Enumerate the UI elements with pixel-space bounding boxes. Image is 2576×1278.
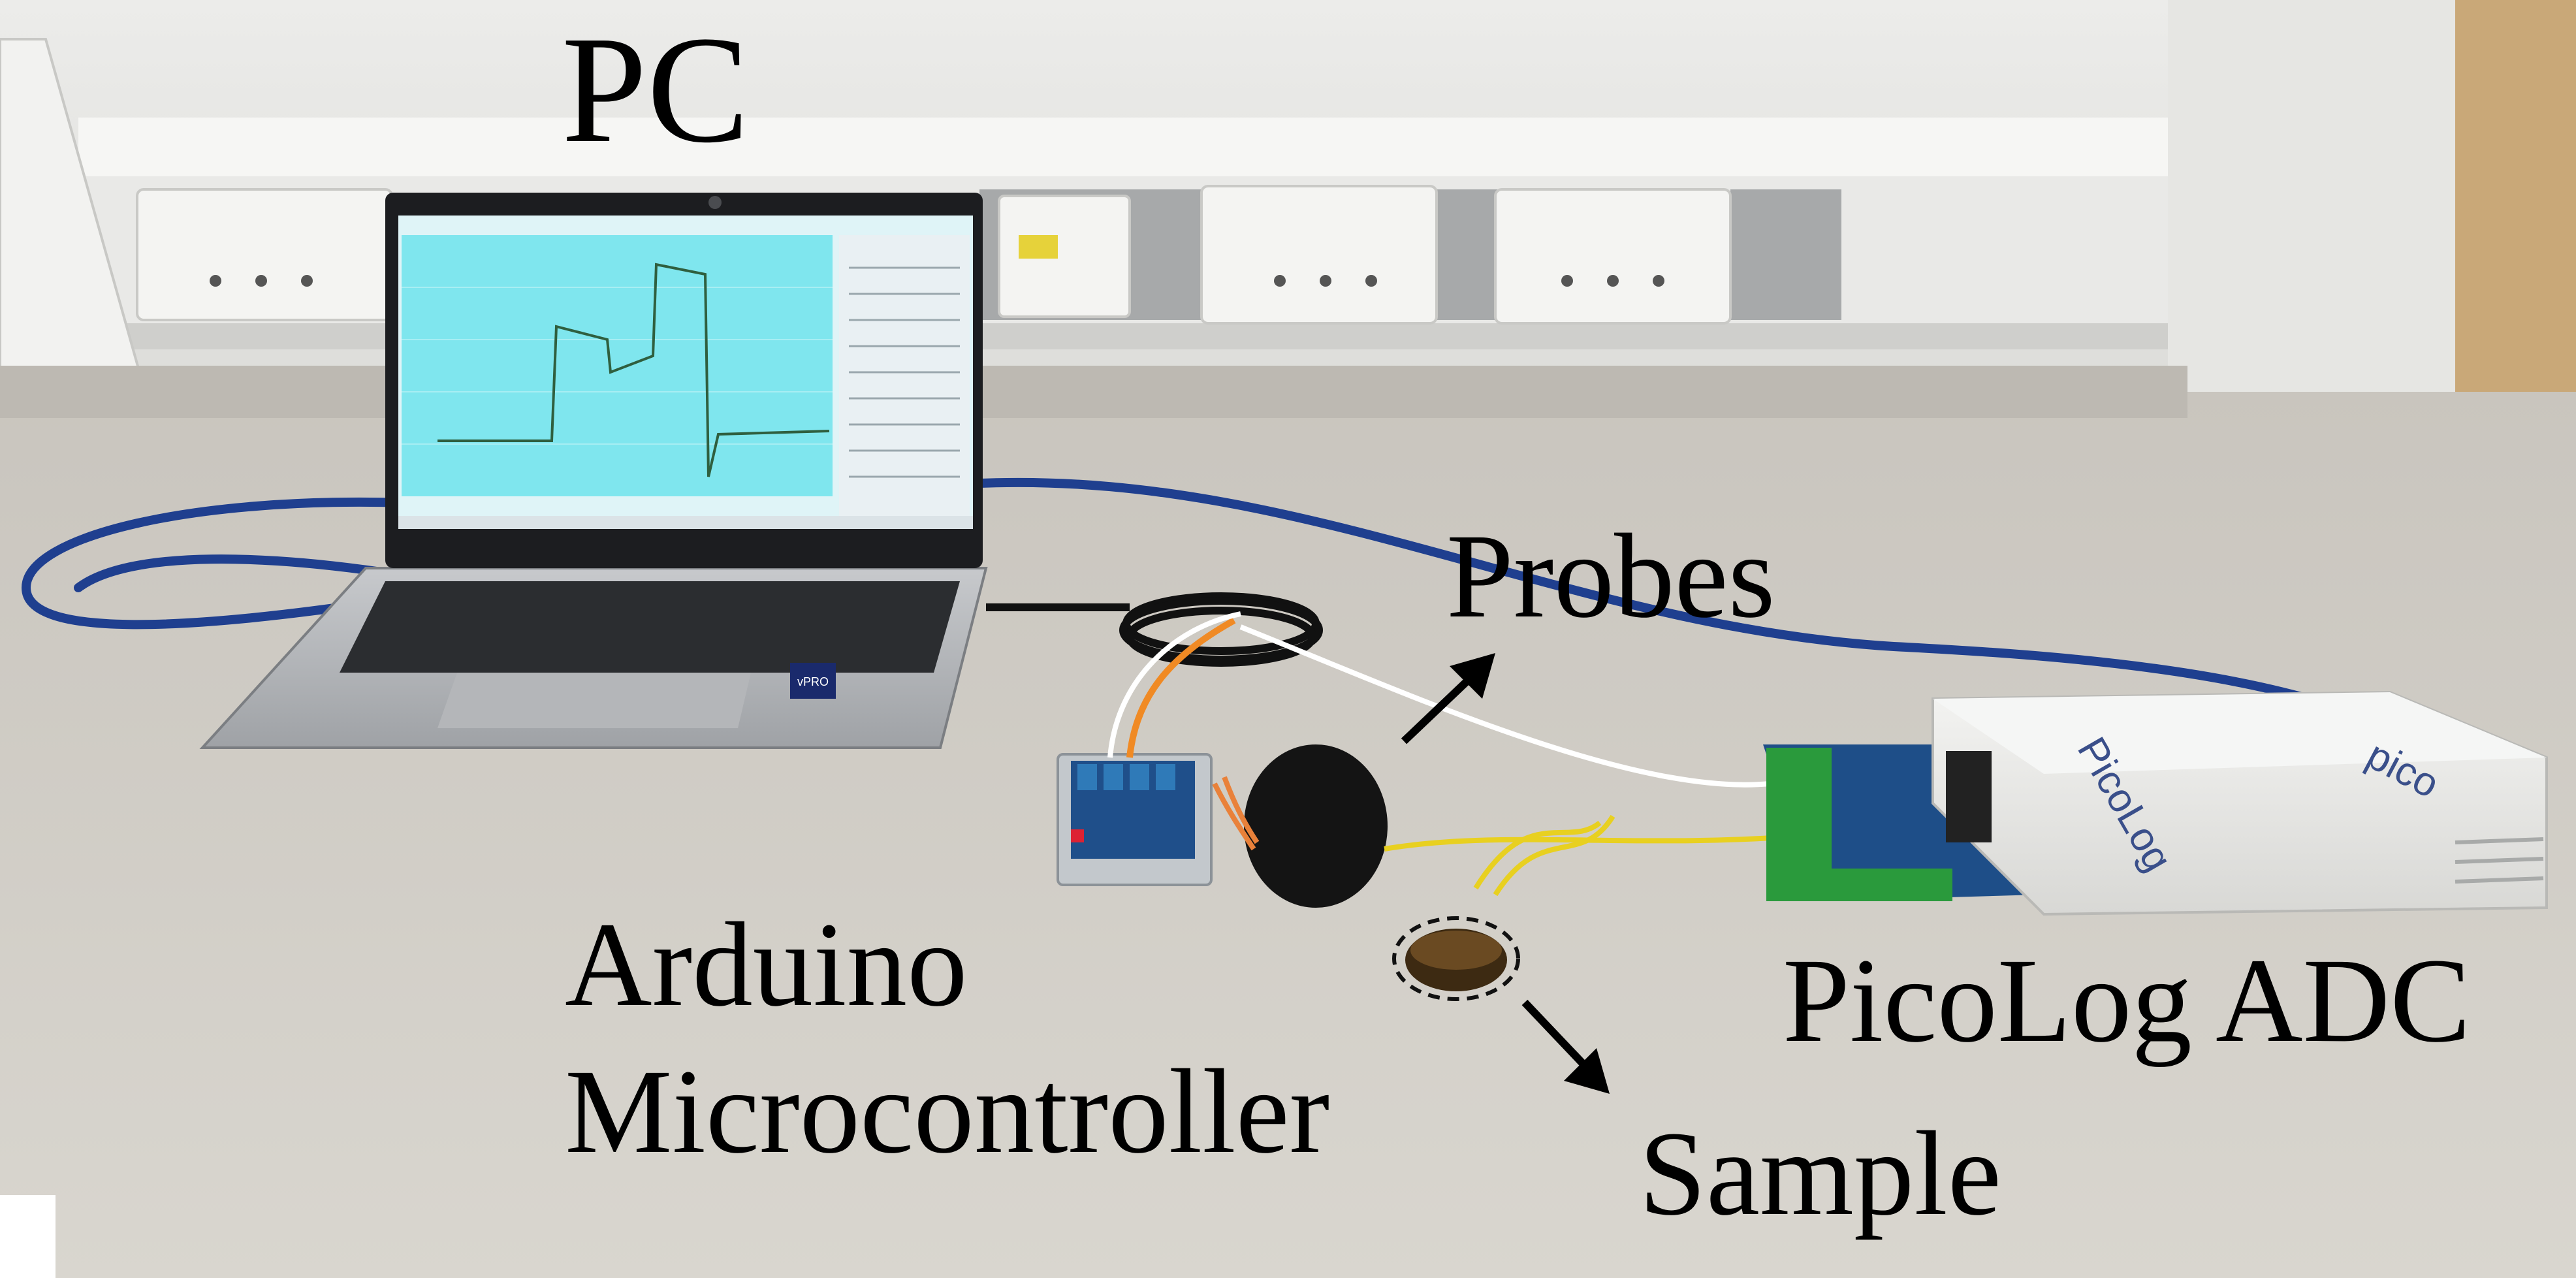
screen-taskbar [398,516,973,529]
picolog-adc: PicoLog pico [1763,690,2548,916]
graph-gridlines [402,287,833,445]
graph-trace [437,263,830,477]
arrow-sample [1521,999,1610,1094]
picolog-connector [1946,751,1992,842]
coiled-cable [986,592,1323,667]
label-arduino: Arduino [565,898,968,1032]
label-picolog-adc: PicoLog ADC [1783,934,2471,1068]
channels-panel [839,235,970,516]
trunking-strip-3 [1730,189,1841,320]
sample-dish [1392,916,1520,1001]
picolog-top [1933,692,2547,774]
channels-list [849,266,960,478]
vpro-badge-text: vPRO [797,675,829,688]
laptop-keyboard [340,581,960,673]
laptop: vPRO [199,193,988,749]
label-microcontroller: Microcontroller [565,1045,1330,1179]
corner-patch [0,1195,56,1278]
label-probes: Probes [1446,509,1775,643]
vpro-badge: vPRO [790,663,836,699]
wall-sockets [136,185,1732,325]
orange-coil [1212,776,1260,851]
trunking-top [78,118,2168,176]
label-sample: Sample [1639,1107,2001,1241]
arduino-board [1057,611,1241,886]
arrow-probes [1401,653,1495,744]
desk-backsplash [0,366,2187,418]
laptop-camera [708,196,722,209]
laptop-touchpad [437,673,751,728]
probe-wires [1239,624,1803,897]
terminal-blocks [1766,748,1952,901]
probe-sensor [1244,744,1388,908]
label-pc: PC [562,5,750,174]
graph-area [402,235,833,496]
picolog-stripes [2455,837,2544,884]
